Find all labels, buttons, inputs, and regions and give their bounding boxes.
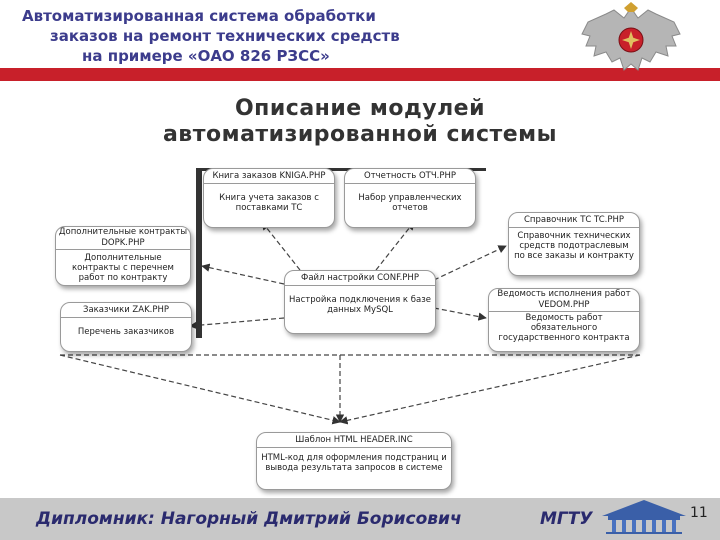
footer-author-name: Дипломник: Нагорный Дмитрий Борисович (36, 509, 462, 529)
module-body: Набор управленческих отчетов (358, 193, 462, 213)
arrow-conf-zak (189, 317, 285, 330)
connector-left (59, 354, 341, 425)
module-body: Настройка подключения к базе данных MySQ… (289, 295, 431, 315)
module-header: Отчетность OTЧ.PHP (345, 169, 475, 184)
module-box-vedom: Ведомость исполнения работ VEDOM.PHP Вед… (488, 288, 640, 352)
footer-band (0, 498, 720, 540)
module-header: Шаблон HTML HEADER.INC (257, 433, 451, 448)
slide-title-line: Описание модулей (234, 96, 486, 121)
double-headed-eagle-emblem-icon (581, 2, 681, 71)
slide-title-line: автоматизированной системы (162, 122, 558, 147)
header-title: Автоматизированная система обработки зак… (22, 6, 542, 66)
header-red-band (0, 68, 720, 81)
university-building-logo-icon (602, 500, 686, 534)
module-header: Дополнительные контракты DOPK.PHP (56, 227, 190, 250)
header-title-line: заказов на ремонт технических средств (50, 27, 400, 45)
slide-title: Описание модулей автоматизированной сист… (0, 96, 720, 148)
diagram-frame-left (196, 170, 202, 338)
module-box-header-inc: Шаблон HTML HEADER.INC HTML-код для офор… (256, 432, 452, 490)
module-box-otchet: Отчетность OTЧ.PHP Набор управленческих … (344, 168, 476, 228)
footer-university-name: МГТУ (540, 509, 593, 529)
module-body: Ведомость работ обязательного государств… (498, 313, 630, 343)
arrow-conf-otchet (375, 221, 415, 271)
module-box-zak: Заказчики ZAK.PHP Перечень заказчиков (60, 302, 192, 352)
arrow-conf-sprav (433, 245, 507, 281)
diagram-frame-top (196, 168, 486, 171)
module-body: Книга учета заказов с поставками ТС (219, 193, 319, 213)
page-number: 11 (690, 505, 708, 521)
module-box-kniga: Книга заказов KNIGA.PHP Книга учета зака… (203, 168, 335, 228)
module-body: Дополнительные контракты с перечнем рабо… (72, 253, 174, 283)
module-box-sprav: Справочник ТС TC.PHP Справочник техничес… (508, 212, 640, 276)
arrow-conf-knizaka (261, 221, 301, 271)
module-header: Заказчики ZAK.PHP (61, 303, 191, 318)
header-title-line: на примере «ОАО 826 РЗСС» (82, 47, 330, 65)
module-header: Книга заказов KNIGA.PHP (204, 169, 334, 184)
arrow-conf-vedom (433, 307, 487, 321)
module-body: Справочник технических средств подотрасл… (514, 231, 634, 261)
module-body: HTML-код для оформления подстраниц и выв… (261, 453, 447, 473)
module-header: Ведомость исполнения работ VEDOM.PHP (489, 289, 639, 312)
connector-right (339, 354, 641, 425)
arrow-conf-dopk (201, 263, 285, 285)
module-header: Справочник ТС TC.PHP (509, 213, 639, 228)
module-box-dopk: Дополнительные контракты DOPK.PHP Дополн… (55, 226, 191, 286)
module-box-conf: Файл настройки CONF.PHP Настройка подклю… (284, 270, 436, 334)
module-body: Перечень заказчиков (77, 327, 175, 337)
module-header: Файл настройки CONF.PHP (285, 271, 435, 286)
header-title-line: Автоматизированная система обработки (22, 7, 376, 25)
